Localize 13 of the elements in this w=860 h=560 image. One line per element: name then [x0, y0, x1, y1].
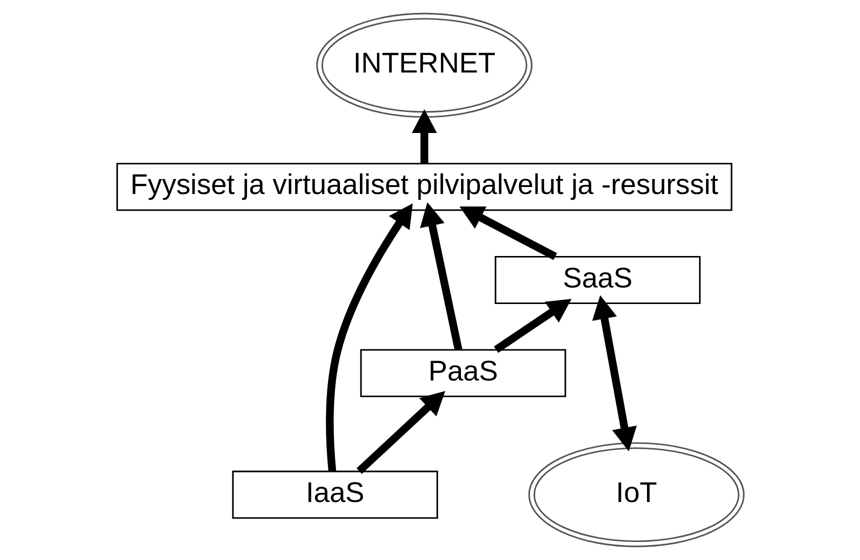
node-ellipse: INTERNET: [316, 12, 532, 118]
node-box: SaaS: [494, 256, 700, 304]
arrow: [411, 109, 436, 164]
node-ellipse: IoT: [528, 442, 744, 548]
arrow: [356, 391, 445, 474]
node-box: Fyysiset ja virtuaaliset pilvipalvelut ja -resurssit: [116, 162, 732, 211]
arrow: [592, 295, 636, 452]
arrow: [459, 206, 557, 260]
arrow: [420, 202, 462, 350]
node-box: PaaS: [360, 349, 566, 398]
arrow: [325, 203, 412, 472]
arrow: [493, 298, 572, 353]
node-box: IaaS: [232, 470, 438, 519]
